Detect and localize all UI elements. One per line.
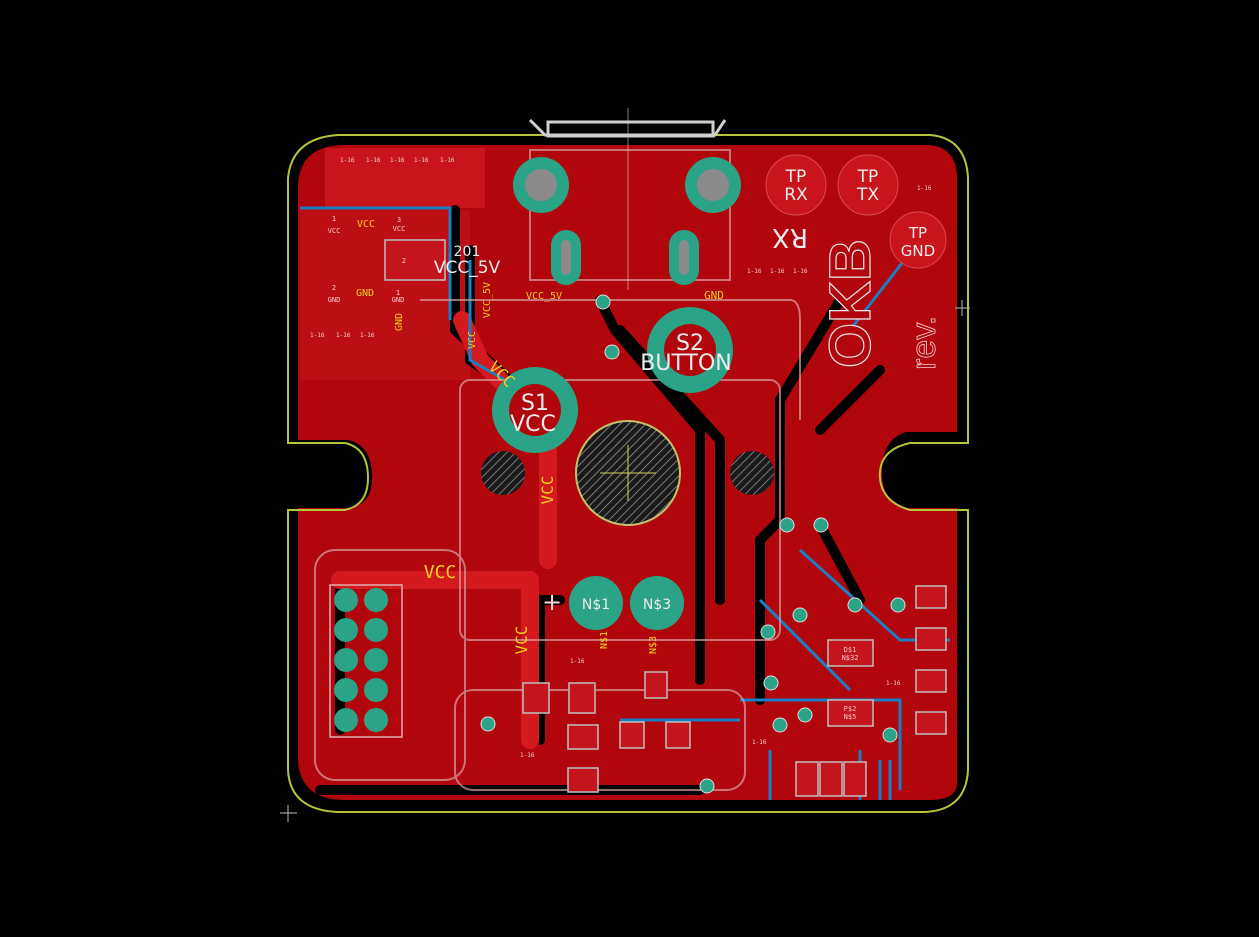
c201-label: 201: [454, 244, 481, 260]
right-side-hole: [730, 451, 774, 495]
led-pad-n1: [569, 576, 623, 630]
vcc-net-label-vertical: VCC: [538, 476, 557, 505]
led-plus-sign: +: [542, 588, 562, 616]
tp-gnd-pad: [889, 211, 947, 269]
vcc-5v-silk-label: VCC_5V: [434, 258, 501, 278]
via-label-5: 1-16: [440, 157, 455, 164]
tp-rx-label-2: RX: [784, 185, 808, 205]
ns5-label: N$5: [844, 713, 857, 721]
d1-label: D$1: [844, 646, 857, 654]
vcc5v-net-label-vertical: VCC_5V: [482, 282, 493, 318]
silkscreen-lines: [314, 149, 801, 791]
vcc5v-net-label-usb: VCC_5V: [526, 291, 562, 302]
via-label-8: 1-16: [360, 332, 375, 339]
ns1-net-label: N$1: [599, 631, 610, 649]
gnd-net-label-vertical: GND: [394, 313, 405, 331]
tp-rx-pad: [765, 154, 827, 216]
pin3-label: 3: [397, 216, 401, 224]
top-header-region: [325, 148, 485, 208]
via-label-16: 1-16: [752, 739, 767, 746]
vias: [480, 294, 906, 794]
usb-mount-hole-left-drill: [523, 167, 559, 203]
left-header-region: [300, 210, 470, 380]
usb-pad-right-slot: [679, 240, 689, 275]
via-label-11: 1-16: [793, 268, 808, 275]
vcc-net-label-lower: VCC: [512, 626, 531, 655]
tp-gnd-label-1: TP: [908, 224, 927, 242]
left-side-hole: [481, 451, 525, 495]
ns3-net-label: N$3: [648, 636, 659, 654]
via-label-6: 1-16: [310, 332, 325, 339]
header-pins: [329, 584, 403, 738]
rev-label: rev.: [905, 316, 943, 370]
silkscreen-text: TP RX TP TX TP GND RX S1 VCC S2 BUTTON V…: [434, 167, 935, 613]
via-label-12: 1-16: [917, 185, 932, 192]
pin1-label: 1: [332, 215, 336, 223]
via-label-1: 1-16: [340, 157, 355, 164]
via-label-7: 1-16: [336, 332, 351, 339]
switch-s1-drill: [509, 384, 561, 436]
vcc-net-label-bottom: VCC: [424, 562, 457, 583]
via-label-10: 1-16: [770, 268, 785, 275]
pin2-label: 2: [402, 257, 406, 265]
via-label-14: 1-16: [520, 752, 535, 759]
via-label-3: 1-16: [390, 157, 405, 164]
led-pad-n3: [630, 576, 684, 630]
vcc-net-label-header: VCC: [357, 219, 375, 230]
gnd-net-label-header: GND: [356, 288, 374, 299]
p2-label: P$2: [844, 705, 857, 713]
pin2-gnd-num: 2: [332, 284, 336, 292]
origin-markers: [280, 300, 970, 822]
via-label-4: 1-16: [414, 157, 429, 164]
usb-pad-left-slot: [561, 240, 571, 275]
usb-connector: [528, 118, 727, 138]
n3-label: N$3: [643, 597, 671, 613]
tp-tx-label-1: TP: [857, 167, 879, 187]
pin1-gnd-num: 1: [396, 289, 400, 297]
switch-s2-drill: [664, 324, 716, 376]
pin3-vcc-label: VCC: [393, 225, 406, 233]
component-labels: 1 VCC 3 VCC 2 2 GND 1 GND D$1 N$32 P$2 N…: [328, 215, 859, 721]
via-label-2: 1-16: [366, 157, 381, 164]
tp-tx-label-2: TX: [856, 185, 879, 205]
ns32-label: N$32: [842, 654, 859, 662]
rx-silk-label: RX: [772, 222, 808, 252]
s1-net-label: VCC: [510, 412, 556, 437]
gnd-net-label-usb: GND: [704, 289, 724, 302]
via-label-15: 1-16: [886, 680, 901, 687]
via-drill-labels: 1-16 1-16 1-16 1-16 1-16 1-16 1-16 1-16 …: [310, 157, 932, 759]
tp-tx-pad: [837, 154, 899, 216]
tp-gnd-label-2: GND: [901, 242, 935, 260]
s2-label: S2: [676, 331, 704, 356]
s1-label: S1: [521, 391, 549, 416]
via-label-13: 1-16: [570, 658, 585, 665]
okb-logo: OKB: [818, 239, 883, 368]
pin1-gnd-label: GND: [392, 296, 405, 304]
via-label-9: 1-16: [747, 268, 762, 275]
tp-rx-label-1: TP: [785, 167, 807, 187]
smd-pads: [384, 239, 947, 797]
board-outline: [287, 134, 969, 813]
button-label: BUTTON: [640, 351, 731, 376]
pin1-vcc-label: VCC: [328, 227, 341, 235]
pin2-gnd-label: GND: [328, 296, 341, 304]
n1-label: N$1: [582, 597, 610, 613]
usb-mount-hole-right-drill: [695, 167, 731, 203]
vcc-net-label-small: VCC: [467, 331, 478, 349]
